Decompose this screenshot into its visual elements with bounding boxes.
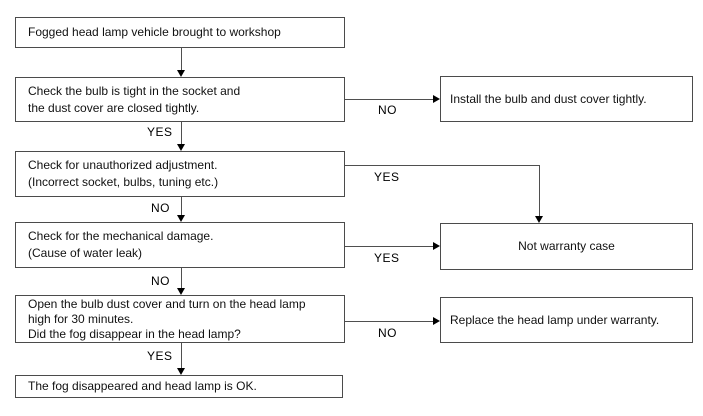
edge-label-check-adjustment-yes: YES bbox=[374, 170, 400, 184]
node-not-warranty: Not warranty case bbox=[440, 223, 693, 270]
arrowhead-right-icon bbox=[433, 317, 440, 325]
arrowhead-down-icon bbox=[177, 215, 185, 222]
edge-label-open-cover-no: NO bbox=[378, 326, 397, 340]
node-replace: Replace the head lamp under warranty. bbox=[440, 297, 693, 343]
connector-adjustment-elbow-vertical bbox=[539, 165, 540, 216]
arrowhead-down-icon bbox=[177, 144, 185, 151]
node-open-cover-line2: high for 30 minutes. bbox=[28, 311, 134, 326]
arrowhead-down-icon bbox=[535, 216, 543, 223]
node-start: Fogged head lamp vehicle brought to work… bbox=[15, 17, 345, 48]
connector-open-cover-to-fog-ok bbox=[181, 343, 182, 368]
node-not-warranty-text: Not warranty case bbox=[518, 239, 615, 253]
connector-adjustment-to-damage bbox=[181, 197, 182, 215]
node-check-bulb-line1: Check the bulb is tight in the socket an… bbox=[28, 83, 241, 98]
arrowhead-right-icon bbox=[433, 95, 440, 103]
edge-label-open-cover-yes: YES bbox=[147, 349, 173, 363]
node-replace-text: Replace the head lamp under warranty. bbox=[450, 312, 660, 327]
node-check-bulb: Check the bulb is tight in the socket an… bbox=[15, 77, 345, 122]
edge-label-check-adjustment-no: NO bbox=[151, 201, 170, 215]
node-check-adjustment: Check for unauthorized adjustment. (Inco… bbox=[15, 151, 345, 197]
arrowhead-down-icon bbox=[177, 70, 185, 77]
connector-check-bulb-to-install bbox=[345, 99, 433, 100]
node-fog-ok: The fog disappeared and head lamp is OK. bbox=[15, 375, 343, 398]
node-open-cover-line3: Did the fog disappear in the head lamp? bbox=[28, 326, 241, 341]
edge-label-check-bulb-yes: YES bbox=[147, 125, 173, 139]
edge-label-check-damage-yes: YES bbox=[374, 251, 400, 265]
connector-damage-to-open-cover bbox=[181, 268, 182, 288]
node-check-damage-line1: Check for the mechanical damage. bbox=[28, 229, 214, 243]
node-check-bulb-line2: the dust cover are closed tightly. bbox=[28, 100, 200, 115]
node-open-cover: Open the bulb dust cover and turn on the… bbox=[15, 295, 345, 343]
node-fog-ok-text: The fog disappeared and head lamp is OK. bbox=[28, 379, 257, 393]
node-install-text: Install the bulb and dust cover tightly. bbox=[450, 91, 647, 106]
arrowhead-down-icon bbox=[177, 368, 185, 375]
connector-start-to-check-bulb bbox=[181, 47, 182, 71]
node-check-adjustment-line1: Check for unauthorized adjustment. bbox=[28, 158, 218, 172]
node-install: Install the bulb and dust cover tightly. bbox=[440, 76, 693, 122]
arrowhead-down-icon bbox=[177, 288, 185, 295]
edge-label-check-bulb-no: NO bbox=[378, 103, 397, 117]
node-open-cover-line1: Open the bulb dust cover and turn on the… bbox=[28, 296, 306, 311]
connector-check-bulb-to-adjustment bbox=[181, 122, 182, 144]
connector-open-cover-to-replace bbox=[345, 321, 433, 322]
connector-adjustment-elbow-horizontal bbox=[345, 165, 540, 166]
edge-label-check-damage-no: NO bbox=[151, 274, 170, 288]
connector-damage-to-not-warranty bbox=[345, 246, 433, 247]
arrowhead-right-icon bbox=[433, 242, 440, 250]
node-check-damage: Check for the mechanical damage. (Cause … bbox=[15, 222, 345, 268]
node-start-text: Fogged head lamp vehicle brought to work… bbox=[28, 25, 281, 39]
node-check-adjustment-line2: (Incorrect socket, bulbs, tuning etc.) bbox=[28, 175, 219, 189]
node-check-damage-line2: (Cause of water leak) bbox=[28, 246, 143, 260]
